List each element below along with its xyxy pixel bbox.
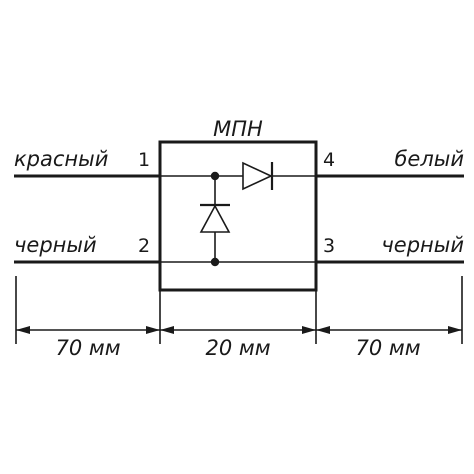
dimension-right: 70 мм [355, 336, 420, 360]
pin-2: 2 [138, 235, 150, 257]
shunt-diode-icon [199, 203, 231, 233]
label-black-right: черный [381, 233, 464, 257]
arrow-mid-end [302, 326, 316, 334]
arrow-right-end [448, 326, 462, 334]
dimension-left: 70 мм [55, 336, 120, 360]
dimension-arrows [16, 326, 462, 334]
series-diode-icon [242, 161, 274, 191]
label-red: красный [14, 147, 108, 171]
arrow-left-end [146, 326, 160, 334]
module-box [158, 140, 318, 292]
arrow-right-start [316, 326, 330, 334]
arrow-left-start [16, 326, 30, 334]
pin-1: 1 [138, 149, 150, 171]
label-white: белый [394, 147, 464, 171]
arrow-mid-start [160, 326, 174, 334]
label-black-left: черный [14, 233, 97, 257]
module-title: МПН [213, 117, 263, 141]
internal-circuit [160, 161, 316, 267]
pin-3: 3 [323, 235, 335, 257]
junction-dot-bottom [210, 257, 220, 267]
junction-dot-top [210, 171, 220, 181]
pin-4: 4 [323, 149, 335, 171]
dimension-middle: 20 мм [205, 336, 270, 360]
